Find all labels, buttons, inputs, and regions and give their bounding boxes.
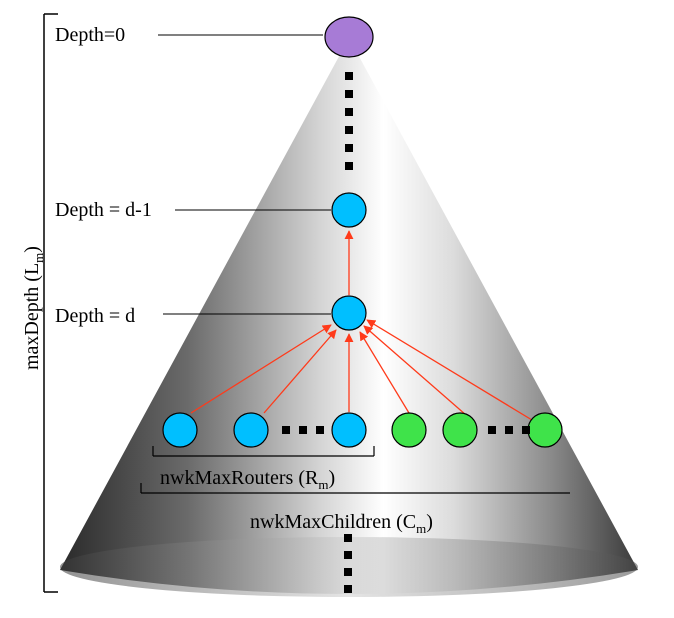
router-node-depth-d: [331, 295, 367, 331]
router-child-node: [331, 412, 367, 448]
end-device-children-ellipsis: [488, 426, 530, 434]
arrow-child-4: [359, 331, 410, 414]
depth-0-label: Depth=0: [55, 24, 125, 46]
depth-d-label: Depth = d: [55, 305, 135, 327]
max-routers-bracket: [152, 446, 375, 457]
router-node-depth-d-minus-1: [331, 192, 367, 228]
arrow-child-5: [363, 325, 467, 416]
max-depth-label: maxDepth (Lm): [21, 246, 46, 370]
max-children-label: nwkMaxChildren (Cm): [250, 511, 433, 536]
end-device-child-node: [391, 412, 427, 448]
arrow-child-2: [263, 329, 337, 414]
depth-ellipsis-top: [345, 72, 353, 170]
max-routers-label: nwkMaxRouters (Rm): [160, 467, 335, 492]
router-child-node: [162, 412, 198, 448]
arrow-child-6: [366, 319, 533, 421]
max-children-bracket: [140, 483, 570, 494]
end-device-child-node: [527, 412, 563, 448]
tree-nodes: [162, 16, 563, 448]
parent-links: [190, 230, 533, 421]
root-node: [324, 16, 374, 58]
end-device-child-node: [442, 412, 478, 448]
router-children-ellipsis: [282, 426, 324, 434]
depth-d-minus-1-label: Depth = d-1: [55, 199, 152, 221]
max-depth-bracket: [43, 13, 58, 593]
arrow-child-1: [190, 324, 332, 414]
depth-ellipsis-bottom: [344, 534, 352, 593]
router-child-node: [233, 412, 269, 448]
